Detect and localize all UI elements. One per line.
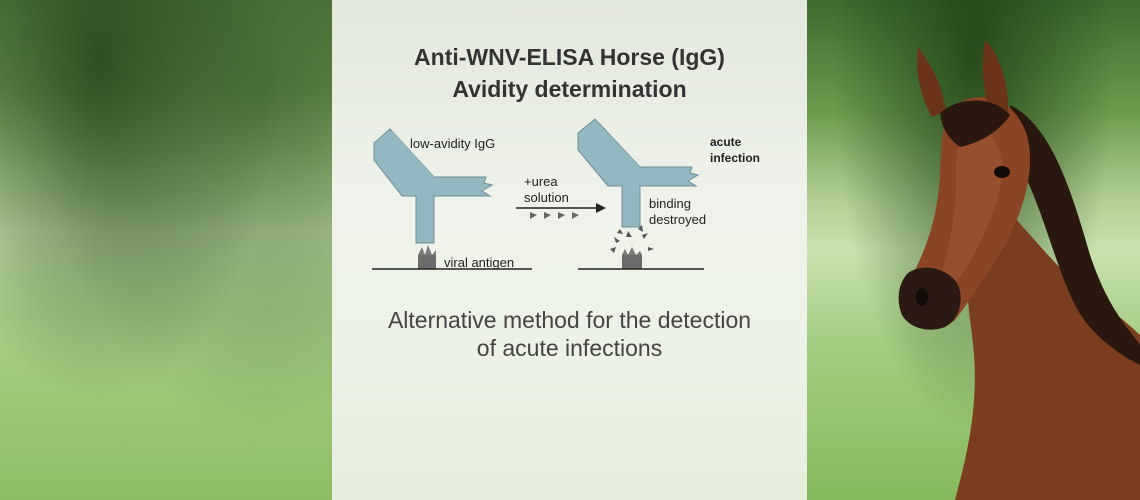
label-low-avidity: low-avidity IgG: [410, 136, 495, 151]
title-line-1: Anti-WNV-ELISA Horse (IgG): [414, 44, 725, 70]
antibody-low-avidity: [373, 128, 494, 244]
break-marks: [610, 225, 654, 253]
subtitle-line-2: of acute infections: [476, 335, 663, 361]
horse-nostril: [916, 288, 928, 306]
reaction-arrow: [516, 203, 606, 213]
horse-forelock: [940, 100, 1010, 147]
label-viral-antigen: viral antigen: [444, 255, 514, 270]
horse-image: [898, 40, 1140, 500]
label-urea-2: solution: [524, 190, 569, 205]
title-line-2: Avidity determination: [452, 76, 687, 102]
antigen-right: [622, 247, 642, 269]
label-binding-1: binding: [649, 196, 691, 211]
horse-ear-right: [982, 40, 1009, 121]
horse-eye: [994, 166, 1010, 178]
horse-mane: [1010, 105, 1140, 365]
subtitle-line-1: Alternative method for the detection: [387, 307, 752, 333]
urea-droplets: [530, 212, 579, 219]
meadow-background-left: [0, 0, 332, 500]
avidity-diagram: low-avidity IgG viral antigen +urea solu…: [372, 118, 760, 270]
label-acute-2: infection: [710, 151, 760, 165]
horse-face-shading: [940, 124, 1003, 286]
info-panel: [332, 0, 807, 500]
label-binding-2: destroyed: [649, 212, 706, 227]
label-acute-1: acute: [710, 135, 742, 149]
horse-neck: [955, 185, 1140, 500]
label-urea-1: +urea: [524, 174, 558, 189]
horse-muzzle: [898, 267, 961, 330]
antibody-detached: [577, 118, 700, 228]
antigen-left: [418, 245, 436, 269]
horse-ear-left: [917, 47, 946, 117]
